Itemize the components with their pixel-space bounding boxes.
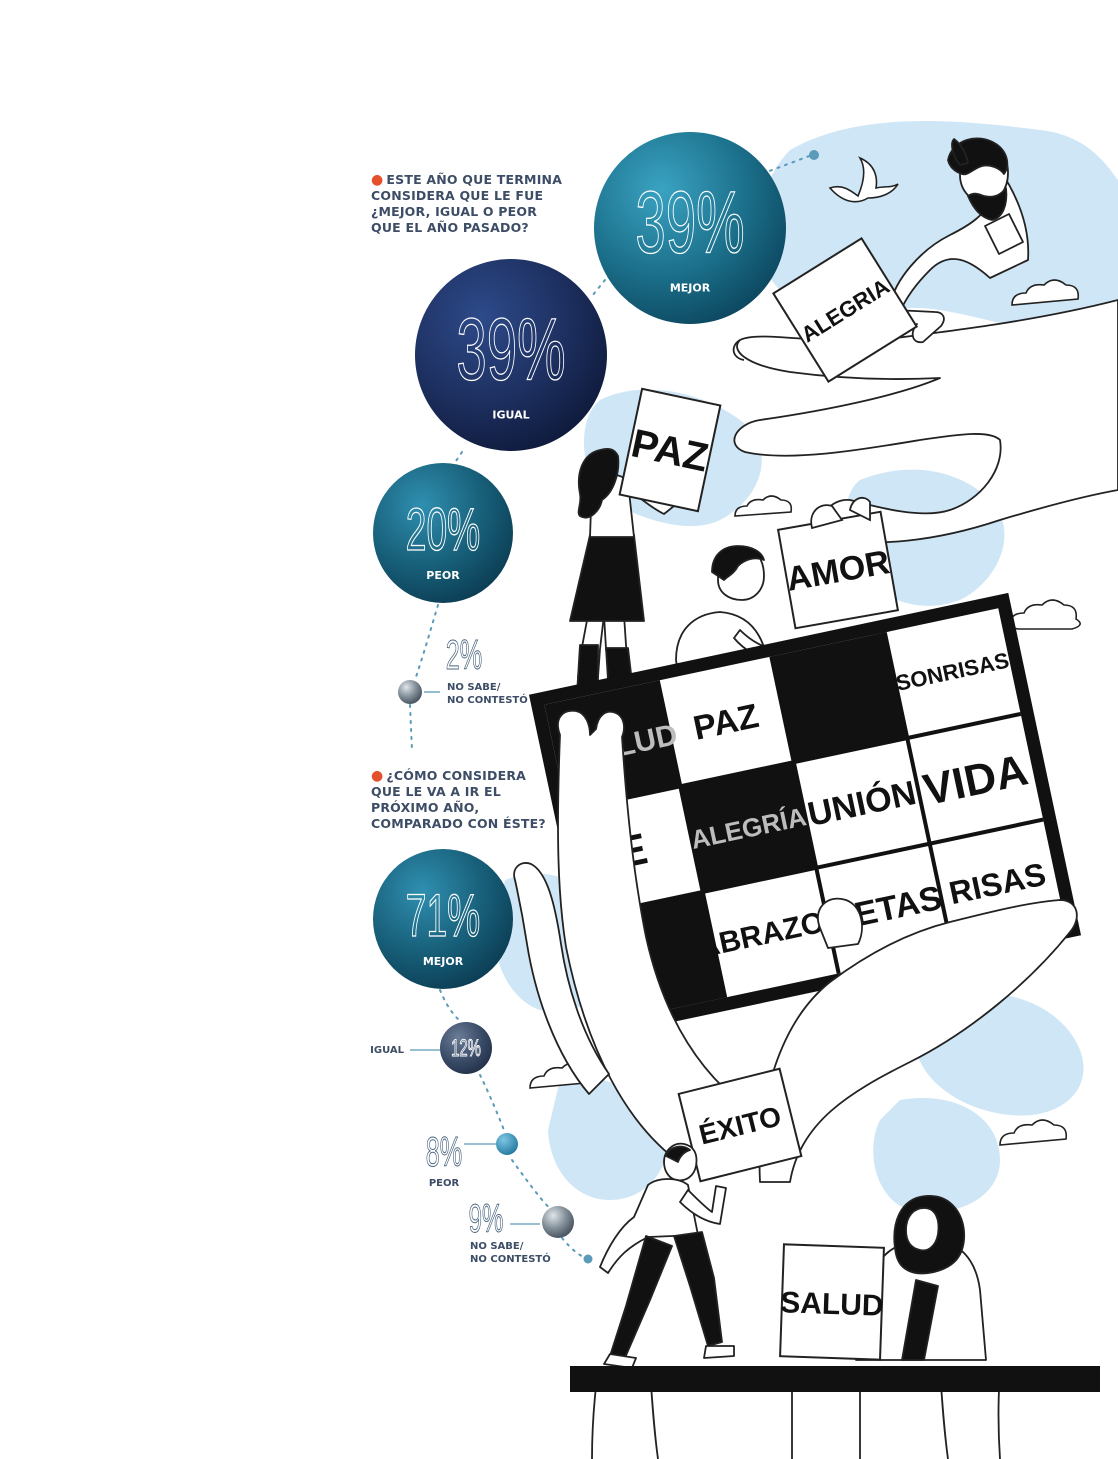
card-alegria: ALEGRIA — [771, 236, 919, 384]
q2-igual-bubble — [440, 1022, 492, 1074]
woman-salud-illustration — [855, 1195, 987, 1361]
question-1-text: ESTE AÑO QUE TERMINA CONSIDERA QUE LE FU… — [371, 172, 563, 235]
q1-peor-bubble — [373, 463, 513, 603]
bubble-chart: 39% MEJOR 39% IGUAL 20% PEOR 2% NO SABE/NO CONT… — [370, 132, 786, 1265]
q2-no-sabe-bubble — [542, 1206, 574, 1238]
dove-icon — [828, 156, 899, 203]
q1-no-sabe-value: 2% — [446, 633, 482, 679]
bullet-icon: ● — [371, 768, 384, 784]
q1-no-sabe-label: NO SABE/NO CONTESTÓ — [447, 682, 528, 706]
q2-mejor-label: MEJOR — [423, 955, 464, 968]
card-exito: ÉXITO — [677, 1067, 803, 1183]
q2-igual-value: 12% — [451, 1036, 481, 1062]
floor-bar — [570, 1366, 1100, 1392]
question-1: ●ESTE AÑO QUE TERMINA CONSIDERA QUE LE F… — [371, 172, 562, 236]
card-amor: AMOR — [776, 510, 900, 630]
connector-dots — [583, 150, 819, 1264]
question-2: ●¿CÓMO CONSIDERA QUE LE VA A IR EL PRÓXI… — [371, 768, 546, 832]
q1-igual-label: IGUAL — [492, 408, 529, 421]
q1-peor-value: 20% — [406, 496, 480, 563]
q1-peor-label: PEOR — [426, 569, 460, 582]
connector-lines — [409, 154, 813, 1259]
question-2-text: ¿CÓMO CONSIDERA QUE LE VA A IR EL PRÓXIM… — [371, 768, 546, 831]
card-paz: PAZ — [618, 387, 722, 513]
q2-no-sabe-label: NO SABE/NO CONTESTÓ — [470, 1241, 551, 1265]
q1-no-sabe-bubble — [398, 680, 422, 704]
bullet-icon: ● — [371, 172, 384, 188]
q2-mejor-bubble — [373, 849, 513, 989]
bottom-hands-illustration — [513, 709, 1078, 1459]
q2-peor-value: 8% — [426, 1130, 462, 1176]
q2-mejor-value: 71% — [406, 882, 480, 949]
q2-peor-bubble — [496, 1133, 518, 1155]
card-salud: SALUD — [779, 1243, 885, 1361]
q2-no-sabe-value: 9% — [469, 1196, 504, 1241]
card-salud-label: SALUD — [780, 1286, 884, 1323]
q1-mejor-label: MEJOR — [670, 281, 711, 294]
leader-lines — [410, 691, 540, 1225]
q1-mejor-value: 39% — [635, 173, 744, 272]
pinch-fingers — [810, 496, 871, 530]
q2-peor-label: PEOR — [429, 1178, 460, 1189]
q2-igual-label: IGUAL — [370, 1045, 404, 1056]
q1-igual-bubble — [415, 259, 607, 451]
q1-mejor-bubble — [594, 132, 786, 324]
q1-igual-value: 39% — [456, 300, 565, 399]
